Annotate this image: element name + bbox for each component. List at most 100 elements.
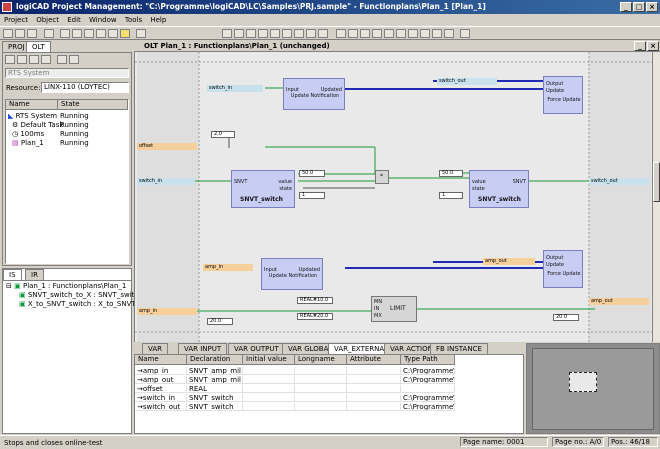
force-update-block[interactable]: Output Update Force Update <box>543 76 583 114</box>
open-icon[interactable] <box>44 29 54 38</box>
compile-icon[interactable] <box>336 29 346 38</box>
var-switch-in[interactable]: switch_in <box>207 85 263 92</box>
list-item[interactable]: ▤ Plan_1 <box>12 139 44 147</box>
window-icon[interactable] <box>136 29 146 38</box>
editor-minimize-button[interactable]: _ <box>634 41 646 51</box>
tool2-icon[interactable] <box>234 29 244 38</box>
menu-window[interactable]: Window <box>89 16 117 24</box>
menu-project[interactable]: Project <box>4 16 28 24</box>
options-icon[interactable] <box>460 29 470 38</box>
zoom-page-icon[interactable] <box>396 29 406 38</box>
tab-ir[interactable]: IR <box>25 269 44 280</box>
tab-var-output[interactable]: VAR OUTPUT <box>228 343 285 354</box>
col-attribute[interactable]: Attribute <box>347 355 401 365</box>
overview-viewport[interactable] <box>569 372 597 392</box>
resource-select[interactable]: LINX-110 (LOYTEC) <box>41 82 129 93</box>
update-notification-block[interactable]: Input Updated Update Notification <box>283 78 345 110</box>
warning-icon[interactable] <box>120 29 130 38</box>
limit-block[interactable]: MN IN MX LIMIT <box>371 296 417 322</box>
layout4-icon[interactable] <box>96 29 106 38</box>
download-icon[interactable] <box>348 29 358 38</box>
tool6-icon[interactable] <box>282 29 292 38</box>
const-value[interactable]: 2.0 <box>211 131 235 138</box>
var-amp-out[interactable]: amp_out <box>483 258 535 265</box>
tool9-icon[interactable] <box>318 29 328 38</box>
col-name[interactable]: Name <box>6 100 58 110</box>
var-switch-in-mid[interactable]: switch_in <box>137 178 195 185</box>
layout1-icon[interactable] <box>60 29 70 38</box>
force-update-block-2[interactable]: Output Update Force Update <box>543 250 583 288</box>
tool1-icon[interactable] <box>222 29 232 38</box>
menu-edit[interactable]: Edit <box>67 16 81 24</box>
list-item[interactable]: ◣ RTS System <box>8 112 58 120</box>
minimize-button[interactable]: _ <box>620 2 632 12</box>
snvt-switch-block-2[interactable]: value state SNVT SNVT_switch <box>469 170 529 208</box>
tab-olt[interactable]: OLT <box>26 41 51 52</box>
zoom-in-icon[interactable] <box>360 29 370 38</box>
tool5-icon[interactable] <box>270 29 280 38</box>
reload-icon[interactable] <box>57 55 67 64</box>
zoom-out-icon[interactable] <box>372 29 382 38</box>
snvt-switch-block[interactable]: SNVT value state SNVT_switch <box>231 170 295 208</box>
step-icon[interactable] <box>41 55 51 64</box>
const-value[interactable]: 1 <box>439 192 463 199</box>
col-type-path[interactable]: Type Path <box>401 355 455 365</box>
list-item[interactable]: ⚙ Default Task <box>12 121 64 129</box>
vertical-scrollbar[interactable] <box>652 52 660 342</box>
list-item[interactable]: ◷ 100ms <box>12 130 45 138</box>
print-icon[interactable] <box>27 29 37 38</box>
tool8-icon[interactable] <box>306 29 316 38</box>
save-icon[interactable] <box>15 29 25 38</box>
stop-icon[interactable] <box>5 55 15 64</box>
new-icon[interactable] <box>3 29 13 38</box>
var-amp-in[interactable]: amp_in <box>203 264 253 271</box>
tree-item[interactable]: ⊟ ▣ Plan_1 : Functionplans\Plan_1 <box>6 282 127 290</box>
menu-tools[interactable]: Tools <box>124 16 143 24</box>
zoom-fit-icon[interactable] <box>384 29 394 38</box>
layout3-icon[interactable] <box>84 29 94 38</box>
offline-icon[interactable] <box>432 29 442 38</box>
menu-help[interactable]: Help <box>150 16 167 24</box>
var-amp-in-bot[interactable]: amp_in <box>137 308 197 315</box>
grid-icon[interactable] <box>408 29 418 38</box>
col-declaration[interactable]: Declaration <box>187 355 243 365</box>
const-value[interactable]: REAL#10.0 <box>297 297 333 304</box>
var-offset[interactable]: offset <box>137 143 197 150</box>
menu-object[interactable]: Object <box>36 16 59 24</box>
maximize-button[interactable]: □ <box>633 2 645 12</box>
function-plan-canvas[interactable]: switch_in switch_out offset switch_in sw… <box>134 52 652 342</box>
const-value[interactable]: 20.0 <box>553 314 579 321</box>
tool3-icon[interactable] <box>246 29 256 38</box>
const-value[interactable]: 50.0 <box>299 170 325 177</box>
const-value[interactable]: 20.0 <box>207 318 233 325</box>
monitor-icon[interactable] <box>444 29 454 38</box>
col-state[interactable]: State <box>58 100 128 110</box>
overview-panel[interactable] <box>526 343 660 434</box>
online-icon[interactable] <box>420 29 430 38</box>
col-initial-value[interactable]: Initial value <box>243 355 295 365</box>
tree-item[interactable]: ▣ X_to_SNVT_switch : X_to_SNVT <box>19 300 136 308</box>
var-switch-out-mid[interactable]: switch_out <box>589 178 649 185</box>
var-switch-out[interactable]: switch_out <box>437 78 497 85</box>
tree-item[interactable]: ▣ SNVT_switch_to_X : SNVT_switc <box>19 291 139 299</box>
scroll-thumb[interactable] <box>653 162 660 202</box>
layout2-icon[interactable] <box>72 29 82 38</box>
const-value[interactable]: REAL#20.0 <box>297 313 333 320</box>
const-value[interactable]: 1 <box>299 192 325 199</box>
close-button[interactable]: × <box>646 2 658 12</box>
editor-close-button[interactable]: × <box>647 41 659 51</box>
col-name[interactable]: Name <box>135 355 187 365</box>
tool7-icon[interactable] <box>294 29 304 38</box>
var-amp-out-bot[interactable]: amp_out <box>589 298 649 305</box>
tool4-icon[interactable] <box>258 29 268 38</box>
tab-var[interactable]: VAR <box>142 343 168 354</box>
tab-var-input[interactable]: VAR INPUT <box>178 343 228 354</box>
refresh-icon[interactable] <box>69 55 79 64</box>
multiply-block[interactable]: * <box>375 170 389 184</box>
col-longname[interactable]: Longname <box>295 355 347 365</box>
pause-icon[interactable] <box>29 55 39 64</box>
const-value[interactable]: 50.0 <box>439 170 463 177</box>
layout5-icon[interactable] <box>108 29 118 38</box>
tab-is[interactable]: IS <box>3 269 22 280</box>
tab-fb-instance[interactable]: FB INSTANCE <box>430 343 488 354</box>
